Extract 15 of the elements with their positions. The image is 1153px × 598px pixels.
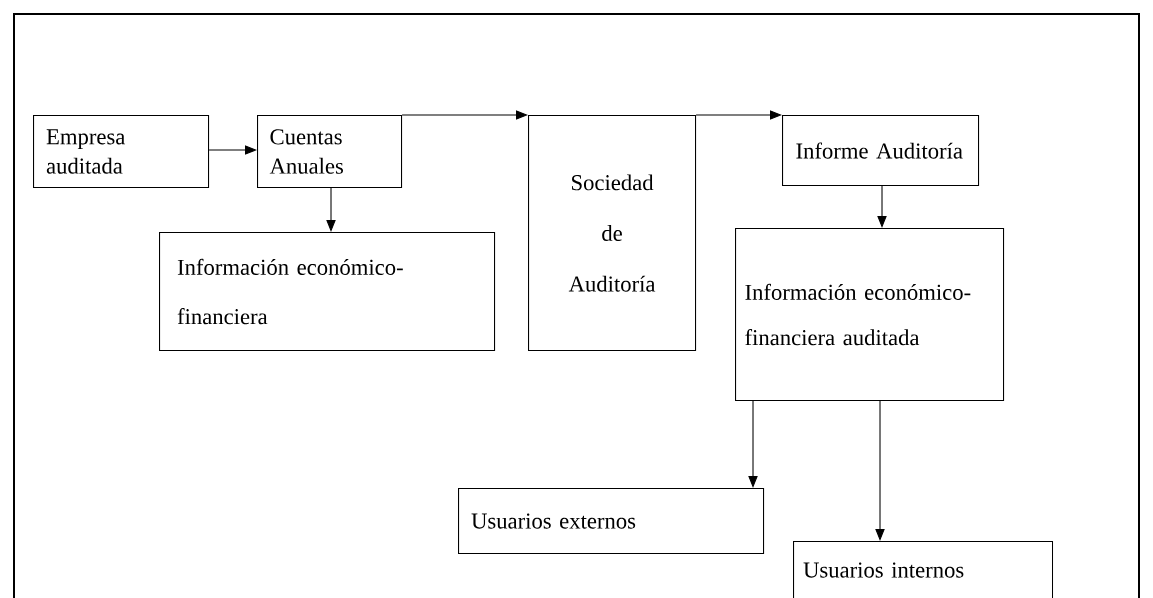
arrow: [401, 110, 528, 120]
process-box: Información económico-financiera auditada: [735, 228, 1005, 402]
process-box: Cuentas Anuales: [257, 115, 403, 189]
arrow: [748, 400, 758, 488]
arrow: [877, 185, 887, 228]
process-box: Empresa auditada: [33, 115, 210, 189]
arrow: [875, 400, 885, 541]
process-box: Informe Auditoría: [782, 115, 980, 187]
process-box: Sociedad de Auditoría: [528, 115, 697, 352]
process-box: Usuarios internos: [793, 541, 1054, 598]
process-box: Usuarios externos: [458, 488, 765, 555]
process-box: Información económico-financiera: [159, 232, 496, 352]
arrow: [208, 145, 257, 155]
arrow: [695, 110, 782, 120]
arrow: [326, 187, 336, 232]
